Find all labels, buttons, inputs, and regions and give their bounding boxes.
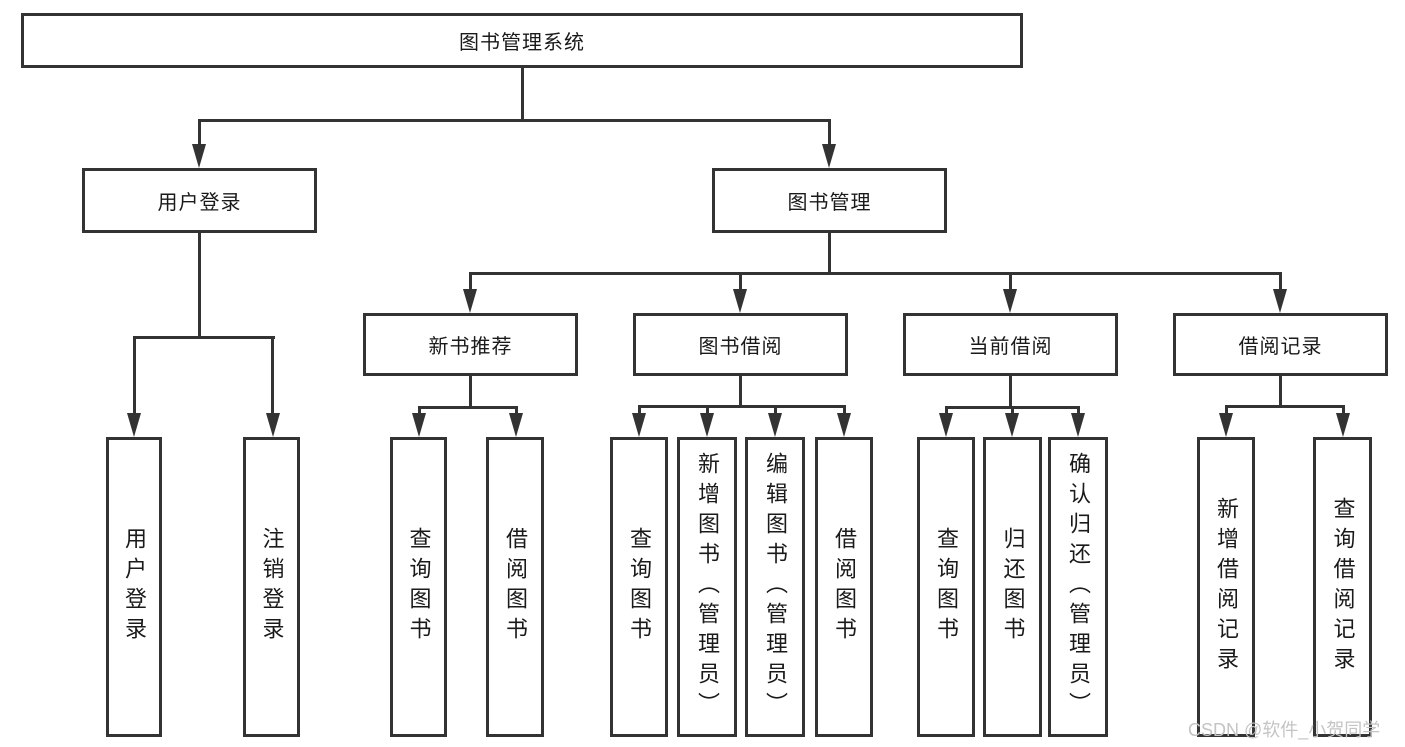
connector	[418, 406, 518, 409]
connector	[1009, 273, 1012, 293]
arrowhead-down-icon	[192, 144, 206, 168]
leaf-rec-query-books: 查询图书	[390, 437, 447, 737]
leaf-label: 新增图书（管理员）	[695, 452, 720, 722]
arrowhead-down-icon	[939, 413, 953, 437]
connector	[418, 406, 421, 416]
leaf-label: 用户登录	[122, 527, 147, 647]
leaf-label: 查询图书	[934, 527, 959, 647]
node-label: 用户登录	[157, 192, 242, 214]
node-label: 图书管理系统	[459, 32, 585, 54]
arrowhead-down-icon	[768, 413, 782, 437]
connector	[469, 272, 1282, 275]
arrowhead-down-icon	[1219, 413, 1233, 437]
leaf-bb-add-books-admin: 新增图书（管理员）	[677, 437, 737, 737]
node-user-login: 用户登录	[82, 168, 317, 233]
leaf-label: 归还图书	[1000, 527, 1026, 647]
connector	[469, 273, 472, 293]
connector	[1279, 375, 1282, 407]
leaf-bb-borrow-books: 借阅图书	[815, 437, 873, 737]
arrowhead-down-icon	[733, 289, 747, 313]
connector	[843, 405, 846, 416]
arrowhead-down-icon	[1273, 289, 1287, 313]
leaf-user-login: 用户登录	[106, 437, 162, 737]
connector	[198, 119, 831, 122]
node-library-management-system: 图书管理系统	[21, 13, 1023, 68]
node-current-borrowing: 当前借阅	[903, 313, 1118, 376]
connector	[706, 405, 709, 416]
leaf-label: 确认归还（管理员）	[1066, 452, 1091, 722]
leaf-label: 查询图书	[627, 527, 652, 647]
connector	[1077, 406, 1080, 416]
connector	[133, 337, 136, 417]
arrowhead-down-icon	[463, 289, 477, 313]
arrowhead-down-icon	[509, 413, 523, 437]
connector	[1011, 406, 1014, 416]
leaf-bb-query-books: 查询图书	[610, 437, 668, 737]
node-book-borrowing: 图书借阅	[633, 313, 848, 376]
connector	[271, 337, 274, 417]
watermark-text: CSDN @软件_小贺同学	[1188, 720, 1381, 740]
connector	[1342, 405, 1345, 416]
connector	[774, 405, 777, 416]
connector	[198, 120, 201, 148]
leaf-bb-edit-books-admin: 编辑图书（管理员）	[745, 437, 805, 737]
node-book-management: 图书管理	[712, 168, 947, 233]
node-label: 借阅记录	[1238, 336, 1323, 358]
connector	[133, 336, 275, 339]
connector	[1225, 405, 1345, 408]
node-label: 图书借阅	[698, 336, 783, 358]
connector	[638, 405, 641, 416]
leaf-label: 新增借阅记录	[1214, 497, 1239, 677]
connector	[521, 67, 524, 121]
arrowhead-down-icon	[1071, 413, 1085, 437]
arrowhead-down-icon	[1336, 413, 1350, 437]
connector	[1009, 375, 1012, 408]
arrowhead-down-icon	[822, 144, 836, 168]
node-borrowing-records: 借阅记录	[1173, 313, 1388, 376]
leaf-cb-confirm-return-admin: 确认归还（管理员）	[1048, 437, 1108, 737]
connector	[469, 375, 472, 408]
connector	[1279, 273, 1282, 293]
connector	[739, 375, 742, 407]
connector	[515, 406, 518, 416]
leaf-label: 查询图书	[406, 527, 432, 647]
arrowhead-down-icon	[700, 413, 714, 437]
arrowhead-down-icon	[412, 413, 426, 437]
leaf-label: 注销登录	[259, 527, 285, 647]
node-new-book-recommendation: 新书推荐	[363, 313, 578, 376]
connector	[1225, 405, 1228, 416]
node-label: 图书管理	[787, 192, 872, 214]
arrowhead-down-icon	[632, 413, 646, 437]
connector	[638, 405, 846, 408]
arrowhead-down-icon	[266, 413, 280, 437]
leaf-logout: 注销登录	[243, 437, 300, 737]
connector	[828, 232, 831, 274]
leaf-cb-query-books: 查询图书	[917, 437, 975, 737]
leaf-rec-borrow-books: 借阅图书	[486, 437, 544, 737]
leaf-br-query-borrow-record: 查询借阅记录	[1313, 437, 1372, 737]
arrowhead-down-icon	[1003, 289, 1017, 313]
leaf-br-add-borrow-record: 新增借阅记录	[1197, 437, 1255, 737]
leaf-label: 借阅图书	[503, 527, 528, 647]
arrowhead-down-icon	[127, 413, 141, 437]
leaf-label: 查询借阅记录	[1330, 497, 1356, 677]
leaf-cb-return-books: 归还图书	[983, 437, 1042, 737]
arrowhead-down-icon	[837, 413, 851, 437]
arrowhead-down-icon	[1005, 413, 1019, 437]
connector	[739, 273, 742, 293]
leaf-label: 借阅图书	[832, 527, 857, 647]
leaf-label: 编辑图书（管理员）	[763, 452, 788, 722]
node-label: 新书推荐	[428, 336, 513, 358]
connector	[945, 406, 948, 416]
connector	[828, 120, 831, 148]
node-label: 当前借阅	[968, 336, 1053, 358]
connector	[198, 232, 201, 338]
